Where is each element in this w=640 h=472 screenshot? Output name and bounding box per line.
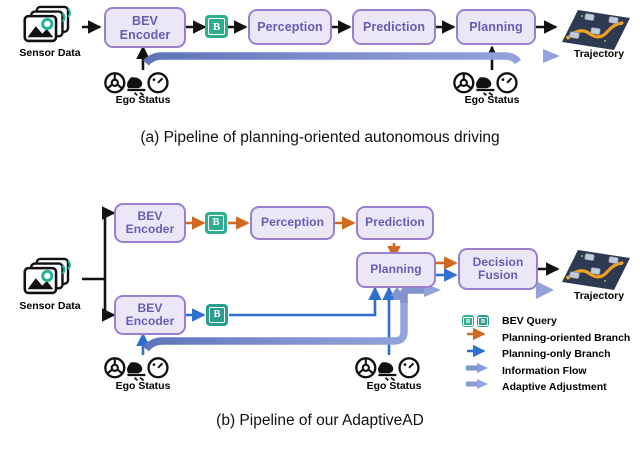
legend-bev-badge-a-letter: B — [463, 316, 473, 326]
box-bev-encoder-a[interactable]: BEV Encoder — [104, 7, 186, 48]
ego-status-icon-right-b — [355, 357, 420, 382]
box-prediction-b[interactable]: Prediction — [356, 206, 434, 240]
ego-status-label-right-b: Ego Status — [347, 380, 441, 392]
ego-status-text-left-b: Ego Status — [115, 380, 171, 392]
arrow-sensor-split-b — [82, 206, 116, 322]
caption-panel-b-text: (b) Pipeline of our AdaptiveAD — [216, 412, 424, 429]
box-perception-a[interactable]: Perception — [248, 9, 332, 45]
legend-item-planning-only: Planning-only Branch — [462, 346, 638, 363]
trajectory-icon-a — [562, 10, 630, 50]
adaptive-adjustment-band-a — [143, 49, 560, 66]
sensor-data-label-b: Sensor Data — [4, 300, 96, 312]
bev-query-badge-a-letter: B — [208, 18, 225, 35]
box-prediction-a[interactable]: Prediction — [352, 9, 436, 45]
legend: B B BEV Query Planning-oriented Branch P… — [462, 313, 638, 396]
box-bev-encoder-bottom-b-label: BEV Encoder — [125, 300, 175, 329]
bev-query-badge-top-b[interactable]: B — [205, 212, 227, 234]
box-planning-b-label: Planning — [370, 262, 422, 277]
ego-status-label-left-b: Ego Status — [96, 380, 190, 392]
box-perception-b-label: Perception — [260, 215, 324, 230]
bev-encoder-top-line1-b: BEV — [137, 208, 163, 223]
ego-status-text-right-a: Ego Status — [464, 94, 520, 106]
box-prediction-b-label: Prediction — [365, 215, 425, 230]
bev-query-badge-bottom-b-letter: B — [208, 306, 226, 324]
caption-panel-a-text: (a) Pipeline of planning-oriented autono… — [140, 129, 500, 146]
bev-encoder-line2-a: Encoder — [119, 27, 171, 42]
legend-bev-badge-b-letter: B — [478, 316, 488, 326]
ego-status-text-right-b: Ego Status — [366, 380, 422, 392]
ego-status-text-left-a: Ego Status — [115, 94, 171, 106]
box-decision-fusion-b[interactable]: Decision Fusion — [458, 248, 538, 290]
sensor-data-icon-a — [23, 5, 71, 43]
bev-encoder-top-line2-b: Encoder — [125, 222, 175, 236]
bev-query-badge-bottom-b[interactable]: B — [206, 304, 228, 326]
ego-status-label-left-a: Ego Status — [96, 94, 190, 106]
trajectory-label-a: Trajectory — [560, 48, 638, 60]
box-bev-encoder-top-b[interactable]: BEV Encoder — [114, 203, 186, 243]
box-bev-encoder-bottom-b[interactable]: BEV Encoder — [114, 295, 186, 335]
bev-query-badge-a[interactable]: B — [205, 15, 228, 38]
trajectory-text-a: Trajectory — [573, 48, 625, 60]
ego-status-label-right-a: Ego Status — [445, 94, 539, 106]
box-planning-b[interactable]: Planning — [356, 252, 436, 288]
decision-fusion-line2-b: Fusion — [478, 268, 518, 282]
legend-bev-badge-a: B — [462, 315, 474, 328]
trajectory-label-b: Trajectory — [560, 290, 638, 302]
box-prediction-a-label: Prediction — [362, 20, 426, 34]
legend-bev-badge-b: B — [477, 315, 489, 328]
legend-label-bev-query: BEV Query — [502, 315, 557, 328]
legend-item-bev-query: B B BEV Query — [462, 313, 638, 330]
legend-key-bev-query: B B — [462, 315, 502, 328]
bev-query-badge-top-b-letter: B — [207, 214, 225, 232]
box-planning-a[interactable]: Planning — [456, 9, 536, 45]
legend-label-adaptive-adjustment: Adaptive Adjustment — [502, 381, 607, 394]
sensor-data-text-b: Sensor Data — [19, 300, 81, 312]
sensor-data-text-a: Sensor Data — [19, 47, 81, 59]
legend-arrow-information-flow — [466, 363, 488, 373]
legend-item-information-flow: Information Flow — [462, 363, 638, 380]
sensor-data-label-a: Sensor Data — [4, 47, 96, 59]
line-query-to-planning-b — [229, 286, 382, 317]
ego-status-icon-left-a — [104, 72, 169, 97]
legend-item-planning-oriented: Planning-oriented Branch — [462, 330, 638, 347]
decision-fusion-line1-b: Decision — [472, 254, 524, 269]
box-decision-fusion-b-label: Decision Fusion — [472, 254, 524, 283]
legend-label-information-flow: Information Flow — [502, 364, 587, 377]
bev-encoder-line1-a: BEV — [131, 13, 158, 28]
ego-status-icon-left-b — [104, 357, 169, 382]
bev-encoder-bottom-line1-b: BEV — [137, 300, 163, 315]
trajectory-text-b: Trajectory — [573, 290, 625, 302]
caption-panel-a: (a) Pipeline of planning-oriented autono… — [0, 129, 640, 147]
legend-label-planning-only: Planning-only Branch — [502, 348, 611, 361]
box-perception-a-label: Perception — [257, 20, 323, 34]
sensor-data-icon-b — [23, 257, 71, 295]
box-bev-encoder-a-label: BEV Encoder — [120, 14, 171, 42]
legend-arrow-adaptive-adjustment — [466, 379, 488, 389]
ego-status-icon-right-a — [453, 72, 518, 97]
box-perception-b[interactable]: Perception — [250, 206, 335, 240]
legend-item-adaptive-adjustment: Adaptive Adjustment — [462, 379, 638, 396]
box-planning-a-label: Planning — [469, 20, 523, 34]
box-bev-encoder-top-b-label: BEV Encoder — [125, 208, 175, 237]
bev-encoder-bottom-line2-b: Encoder — [125, 314, 175, 328]
legend-label-planning-oriented: Planning-oriented Branch — [502, 331, 631, 344]
caption-panel-b: (b) Pipeline of our AdaptiveAD — [0, 412, 640, 430]
trajectory-icon-b — [562, 250, 630, 290]
